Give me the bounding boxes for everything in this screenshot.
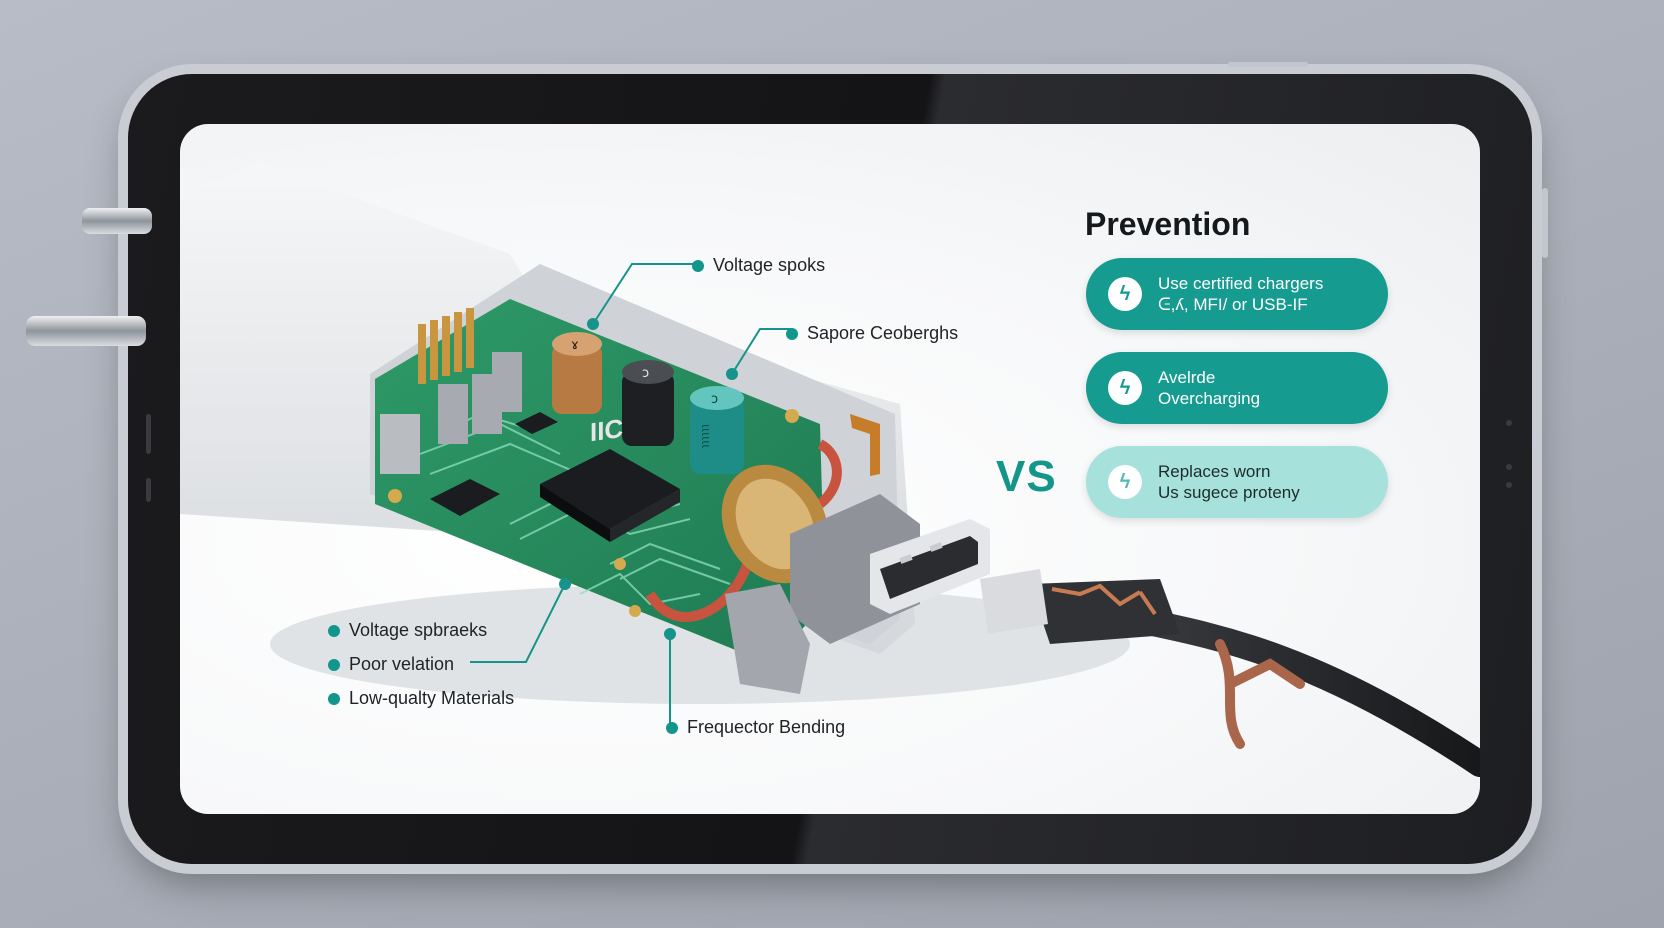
lightning-circle-icon: ϟ xyxy=(1108,465,1142,499)
callout-dot xyxy=(328,624,340,637)
volume-button[interactable] xyxy=(1542,188,1548,258)
usb-connector xyxy=(790,494,990,644)
prevention-item-overcharging[interactable]: ϟ Avelrde Overcharging xyxy=(1086,352,1388,424)
chip-label: IIC xyxy=(590,413,623,448)
floor-shadow xyxy=(270,584,1130,704)
prevention-item-text: Use certified chargers ᕮ,ʎ, MFI/ or USB-… xyxy=(1158,273,1323,315)
capacitor-mark: ɔ xyxy=(711,392,718,407)
component-blocks xyxy=(380,352,522,474)
callout-dot xyxy=(328,692,340,705)
callout-lines xyxy=(470,263,792,724)
lightning-icon: ϟ xyxy=(1108,277,1142,311)
prevention-item-text: Replaces worn Us sugece proteny xyxy=(1158,461,1300,503)
lightning-circle-icon: ϟ xyxy=(1108,371,1142,405)
small-chips xyxy=(430,412,558,516)
callout-bending: Frequector Bending xyxy=(666,717,845,738)
damaged-cable xyxy=(980,569,1480,777)
sensor-dot xyxy=(1506,464,1512,470)
capacitor-mark: ɔ xyxy=(642,366,649,381)
callout-capacitors: Sapore Ceoberghs xyxy=(786,323,958,344)
callout-dot xyxy=(328,658,340,671)
prevention-item-certified[interactable]: ϟ Use certified chargers ᕮ,ʎ, MFI/ or US… xyxy=(1086,258,1388,330)
orange-bracket xyxy=(850,414,880,476)
callout-dots xyxy=(559,318,738,640)
callout-voltage-spikes: Voltage spoks xyxy=(692,255,825,276)
prevention-line: Use certified chargers xyxy=(1158,274,1324,293)
prevention-line: ᕮ,ʎ, MFI/ or USB-IF xyxy=(1158,295,1308,314)
callout-dot xyxy=(786,327,798,340)
prevention-line: Avelrde xyxy=(1158,368,1216,387)
prevention-title: Prevention xyxy=(1085,206,1251,242)
camera-dot xyxy=(1506,420,1512,426)
callout-list-item: Voltage spbraeks xyxy=(328,620,487,641)
vs-label: VS xyxy=(996,452,1057,501)
side-sensor xyxy=(146,478,151,502)
ic-chip: IIC xyxy=(540,413,680,542)
callout-text: Sapore Ceoberghs xyxy=(807,323,959,343)
top-button[interactable] xyxy=(1228,62,1308,67)
callout-dot xyxy=(666,721,678,734)
sensor-dot xyxy=(1506,482,1512,488)
callout-text: Poor velation xyxy=(349,654,455,674)
tablet-frame: ɤ ɔ ɔ ɩɩɩɩɩɩ IIC xyxy=(128,62,1548,864)
heatsink xyxy=(418,308,474,384)
callout-text: Frequector Bending xyxy=(687,717,846,737)
callout-list-item: Low-qualty Materials xyxy=(328,688,514,709)
callout-dot xyxy=(692,259,704,272)
charger-illustration: ɤ ɔ ɔ ɩɩɩɩɩɩ IIC xyxy=(180,164,1480,777)
prevention-line: Overcharging xyxy=(1158,389,1261,408)
screen: ɤ ɔ ɔ ɩɩɩɩɩɩ IIC xyxy=(180,124,1480,814)
prevention-line: Replaces worn xyxy=(1158,462,1271,481)
callout-text: Voltage spoks xyxy=(713,255,826,275)
callout-list-item: Poor velation xyxy=(328,654,454,675)
capacitors: ɤ ɔ ɔ ɩɩɩɩɩɩ xyxy=(552,332,744,474)
capacitor-mark: ɤ xyxy=(571,338,579,353)
prevention-item-replace[interactable]: ϟ Replaces worn Us sugece proteny xyxy=(1086,446,1388,518)
solder-pads xyxy=(388,409,799,617)
red-wire xyxy=(816,439,842,508)
red-wire xyxy=(645,552,755,622)
prevention-line: Us sugece proteny xyxy=(1158,483,1300,502)
capacitor-text: ɩɩɩɩɩɩ xyxy=(699,424,713,448)
callout-text: Voltage spbraeks xyxy=(349,620,488,640)
callout-text: Low-qualty Materials xyxy=(349,688,515,708)
base-plate xyxy=(725,584,810,694)
side-sensor xyxy=(146,414,151,454)
prevention-item-text: Avelrde Overcharging xyxy=(1158,367,1260,409)
